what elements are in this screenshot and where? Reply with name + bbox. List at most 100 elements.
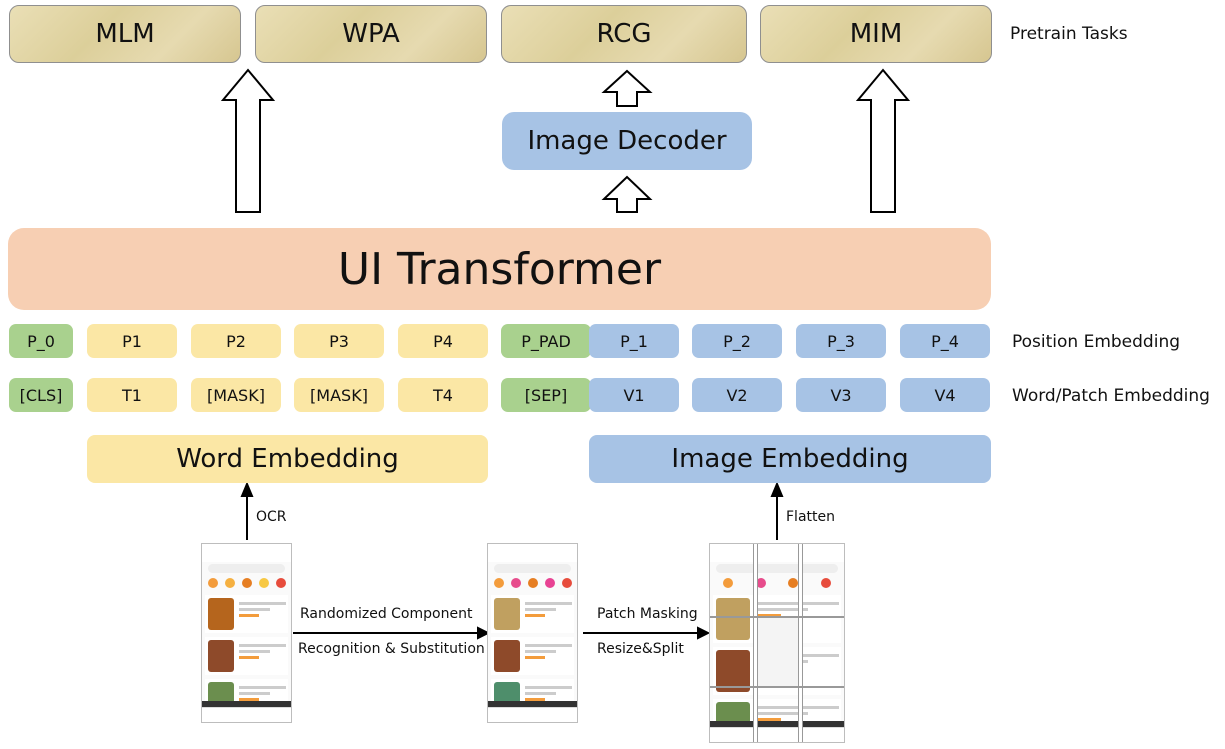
screenshot-header xyxy=(710,544,844,562)
screenshot-icon-row xyxy=(488,575,577,591)
screenshot-header xyxy=(488,544,577,562)
flatten-arrow-head xyxy=(770,481,784,497)
screenshot-tab-bar xyxy=(488,707,577,722)
pos-chip-1: P1 xyxy=(87,324,177,358)
word-embedding-box: Word Embedding xyxy=(87,435,488,483)
app-icon xyxy=(820,578,831,588)
tok-chip-0: [CLS] xyxy=(9,378,73,412)
ui-transformer-label: UI Transformer xyxy=(337,243,662,295)
tok-chip-2: [MASK] xyxy=(191,378,281,412)
screenshot-list-item xyxy=(491,595,574,633)
image-decoder-label: Image Decoder xyxy=(527,126,727,156)
ocr-label: OCR xyxy=(256,509,287,525)
screenshot-list-item xyxy=(205,637,288,675)
task-mim-label: MIM xyxy=(849,19,903,49)
tok-chip-9: V4 xyxy=(900,378,990,412)
tok-chip-4: T4 xyxy=(398,378,488,412)
screenshot-list-item xyxy=(205,595,288,633)
image-embedding-label: Image Embedding xyxy=(671,444,909,474)
ui-transformer-box: UI Transformer xyxy=(8,228,991,310)
tok-chip-7: V2 xyxy=(692,378,782,412)
screenshot-header xyxy=(202,544,291,562)
task-mlm: MLM xyxy=(9,5,241,63)
word-patch-embedding-label: Word/Patch Embedding xyxy=(1012,386,1210,406)
pos-chip-0: P_0 xyxy=(9,324,73,358)
food-image xyxy=(208,598,234,630)
food-image xyxy=(208,640,234,672)
food-image xyxy=(716,598,750,640)
screenshot-list-item xyxy=(491,637,574,675)
tok-chip-5: [SEP] xyxy=(501,378,591,412)
screenshot-search-bar xyxy=(716,564,838,573)
image-embedding-box: Image Embedding xyxy=(589,435,991,483)
app-icon xyxy=(723,578,734,588)
flatten-label: Flatten xyxy=(786,509,835,525)
ui-screenshot-patches xyxy=(709,543,845,743)
pos-chip-8: P_3 xyxy=(796,324,886,358)
pos-chip-2: P2 xyxy=(191,324,281,358)
app-icon xyxy=(493,578,504,588)
app-icon xyxy=(510,578,521,588)
app-icon xyxy=(241,578,252,588)
app-icon xyxy=(258,578,269,588)
ui-screenshot-original xyxy=(201,543,292,723)
position-embedding-label: Position Embedding xyxy=(1012,332,1181,352)
patch-split-line xyxy=(710,616,844,618)
pos-chip-3: P3 xyxy=(294,324,384,358)
app-icon xyxy=(275,578,286,588)
food-image xyxy=(494,640,520,672)
screenshot-tab-bar xyxy=(710,727,844,742)
pos-chip-7: P_2 xyxy=(692,324,782,358)
app-icon xyxy=(224,578,235,588)
task-wpa: WPA xyxy=(255,5,487,63)
screenshot-banner xyxy=(710,721,844,728)
step2-label-line1: Patch Masking xyxy=(597,606,698,622)
screenshot-banner xyxy=(488,701,577,708)
task-rcg-label: RCG xyxy=(596,19,652,49)
ocr-arrow-head xyxy=(240,481,254,497)
pos-chip-6: P_1 xyxy=(589,324,679,358)
tok-chip-3: [MASK] xyxy=(294,378,384,412)
patch-split-line xyxy=(710,686,844,688)
decoder-up-arrow xyxy=(601,175,653,213)
rcg-up-arrow xyxy=(601,69,653,107)
pos-chip-5: P_PAD xyxy=(501,324,591,358)
task-mim: MIM xyxy=(760,5,992,63)
screenshot-banner xyxy=(202,701,291,708)
food-image xyxy=(716,650,750,692)
app-icon xyxy=(207,578,218,588)
patch-split-line xyxy=(798,544,803,742)
patch-split-line xyxy=(753,544,758,742)
image-decoder-box: Image Decoder xyxy=(502,112,752,170)
ui-screenshot-substituted xyxy=(487,543,578,723)
task-mlm-label: MLM xyxy=(95,19,155,49)
screenshot-search-bar xyxy=(208,564,285,573)
masked-patch xyxy=(757,616,798,686)
step2-label-line2: Resize&Split xyxy=(597,641,684,657)
app-icon xyxy=(527,578,538,588)
screenshot-search-bar xyxy=(494,564,571,573)
app-icon xyxy=(544,578,555,588)
app-icon xyxy=(561,578,572,588)
food-image xyxy=(494,598,520,630)
tok-chip-1: T1 xyxy=(87,378,177,412)
step2-arrow-head xyxy=(697,626,711,640)
tok-chip-8: V3 xyxy=(796,378,886,412)
pretrain-tasks-label: Pretrain Tasks xyxy=(1010,24,1128,44)
word-embedding-label: Word Embedding xyxy=(176,444,399,474)
step1-label-line1: Randomized Component xyxy=(300,606,473,622)
pos-chip-9: P_4 xyxy=(900,324,990,358)
step1-label-line2: Recognition & Substitution xyxy=(298,641,485,657)
screenshot-icon-row xyxy=(202,575,291,591)
app-icon xyxy=(788,578,799,588)
task-rcg: RCG xyxy=(501,5,747,63)
pos-chip-4: P4 xyxy=(398,324,488,358)
task-wpa-label: WPA xyxy=(342,19,400,49)
screenshot-icon-row xyxy=(710,575,844,591)
mim-up-arrow xyxy=(855,68,911,213)
mlm-up-arrow xyxy=(220,68,276,213)
screenshot-tab-bar xyxy=(202,707,291,722)
step1-arrow-head xyxy=(477,626,491,640)
tok-chip-6: V1 xyxy=(589,378,679,412)
